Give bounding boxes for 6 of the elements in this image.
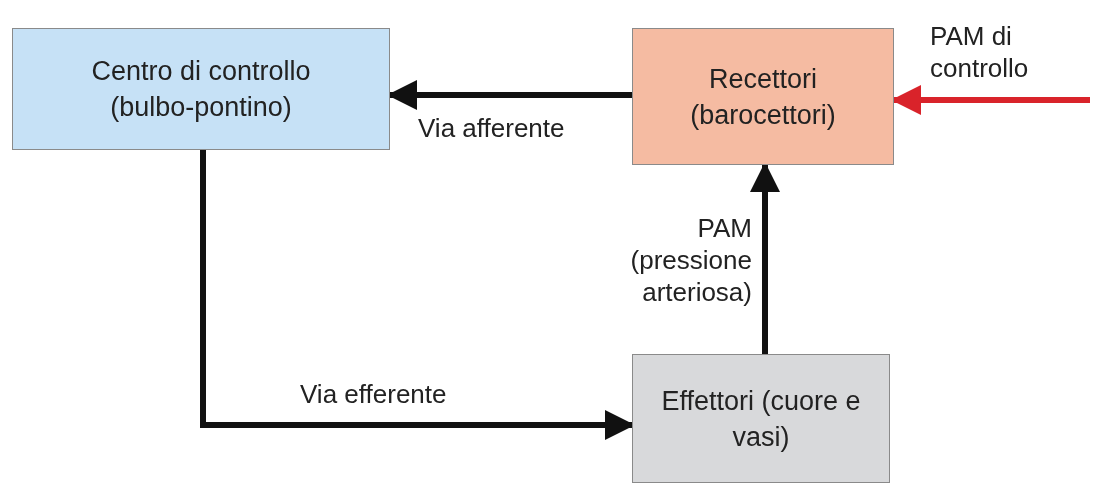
control-center-box xyxy=(12,28,390,150)
node-label: Centro di controllo (bulbo-pontino) xyxy=(90,55,312,124)
node-label: Effettori (cuore e vasi) xyxy=(660,384,862,454)
receptor-box xyxy=(632,28,894,165)
node-label: Recettori (barocettori) xyxy=(689,62,837,132)
effector-box xyxy=(632,354,890,483)
